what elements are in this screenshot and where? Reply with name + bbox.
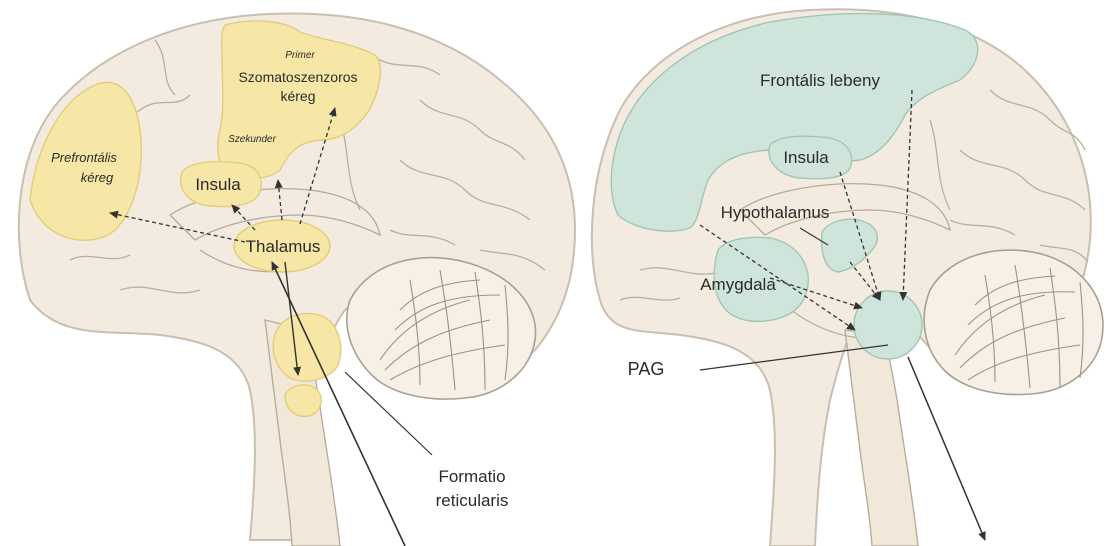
label-prefrontal-line2: kéreg	[81, 170, 114, 185]
label-formatio-line1: Formatio	[438, 467, 505, 486]
label-pag: PAG	[628, 359, 665, 379]
right-cerebellum	[924, 250, 1103, 395]
label-prefrontal-line1: Prefrontális	[51, 150, 117, 165]
label-amygdala: Amygdala	[700, 275, 776, 294]
label-szekunder: Szekunder	[228, 134, 276, 145]
right-brainstem	[845, 330, 918, 546]
left-brain: Prefrontális kéreg Primer Szomatoszenzor…	[19, 14, 575, 546]
left-formatio-region-upper	[273, 314, 341, 382]
right-brain: Frontális lebeny Insula Hypothalamus Amy…	[592, 9, 1103, 546]
right-pag-region	[854, 291, 922, 359]
label-primer: Primer	[285, 50, 315, 61]
label-insula-left: Insula	[195, 175, 241, 194]
label-frontal-lobe: Frontális lebeny	[760, 71, 881, 90]
label-insula-right: Insula	[783, 148, 829, 167]
label-somatosensory-line1: Szomatoszenzoros	[238, 69, 357, 85]
label-thalamus: Thalamus	[246, 237, 321, 256]
label-somatosensory-line2: kéreg	[280, 88, 315, 104]
label-hypothalamus: Hypothalamus	[721, 203, 830, 222]
label-formatio-line2: reticularis	[436, 491, 509, 510]
